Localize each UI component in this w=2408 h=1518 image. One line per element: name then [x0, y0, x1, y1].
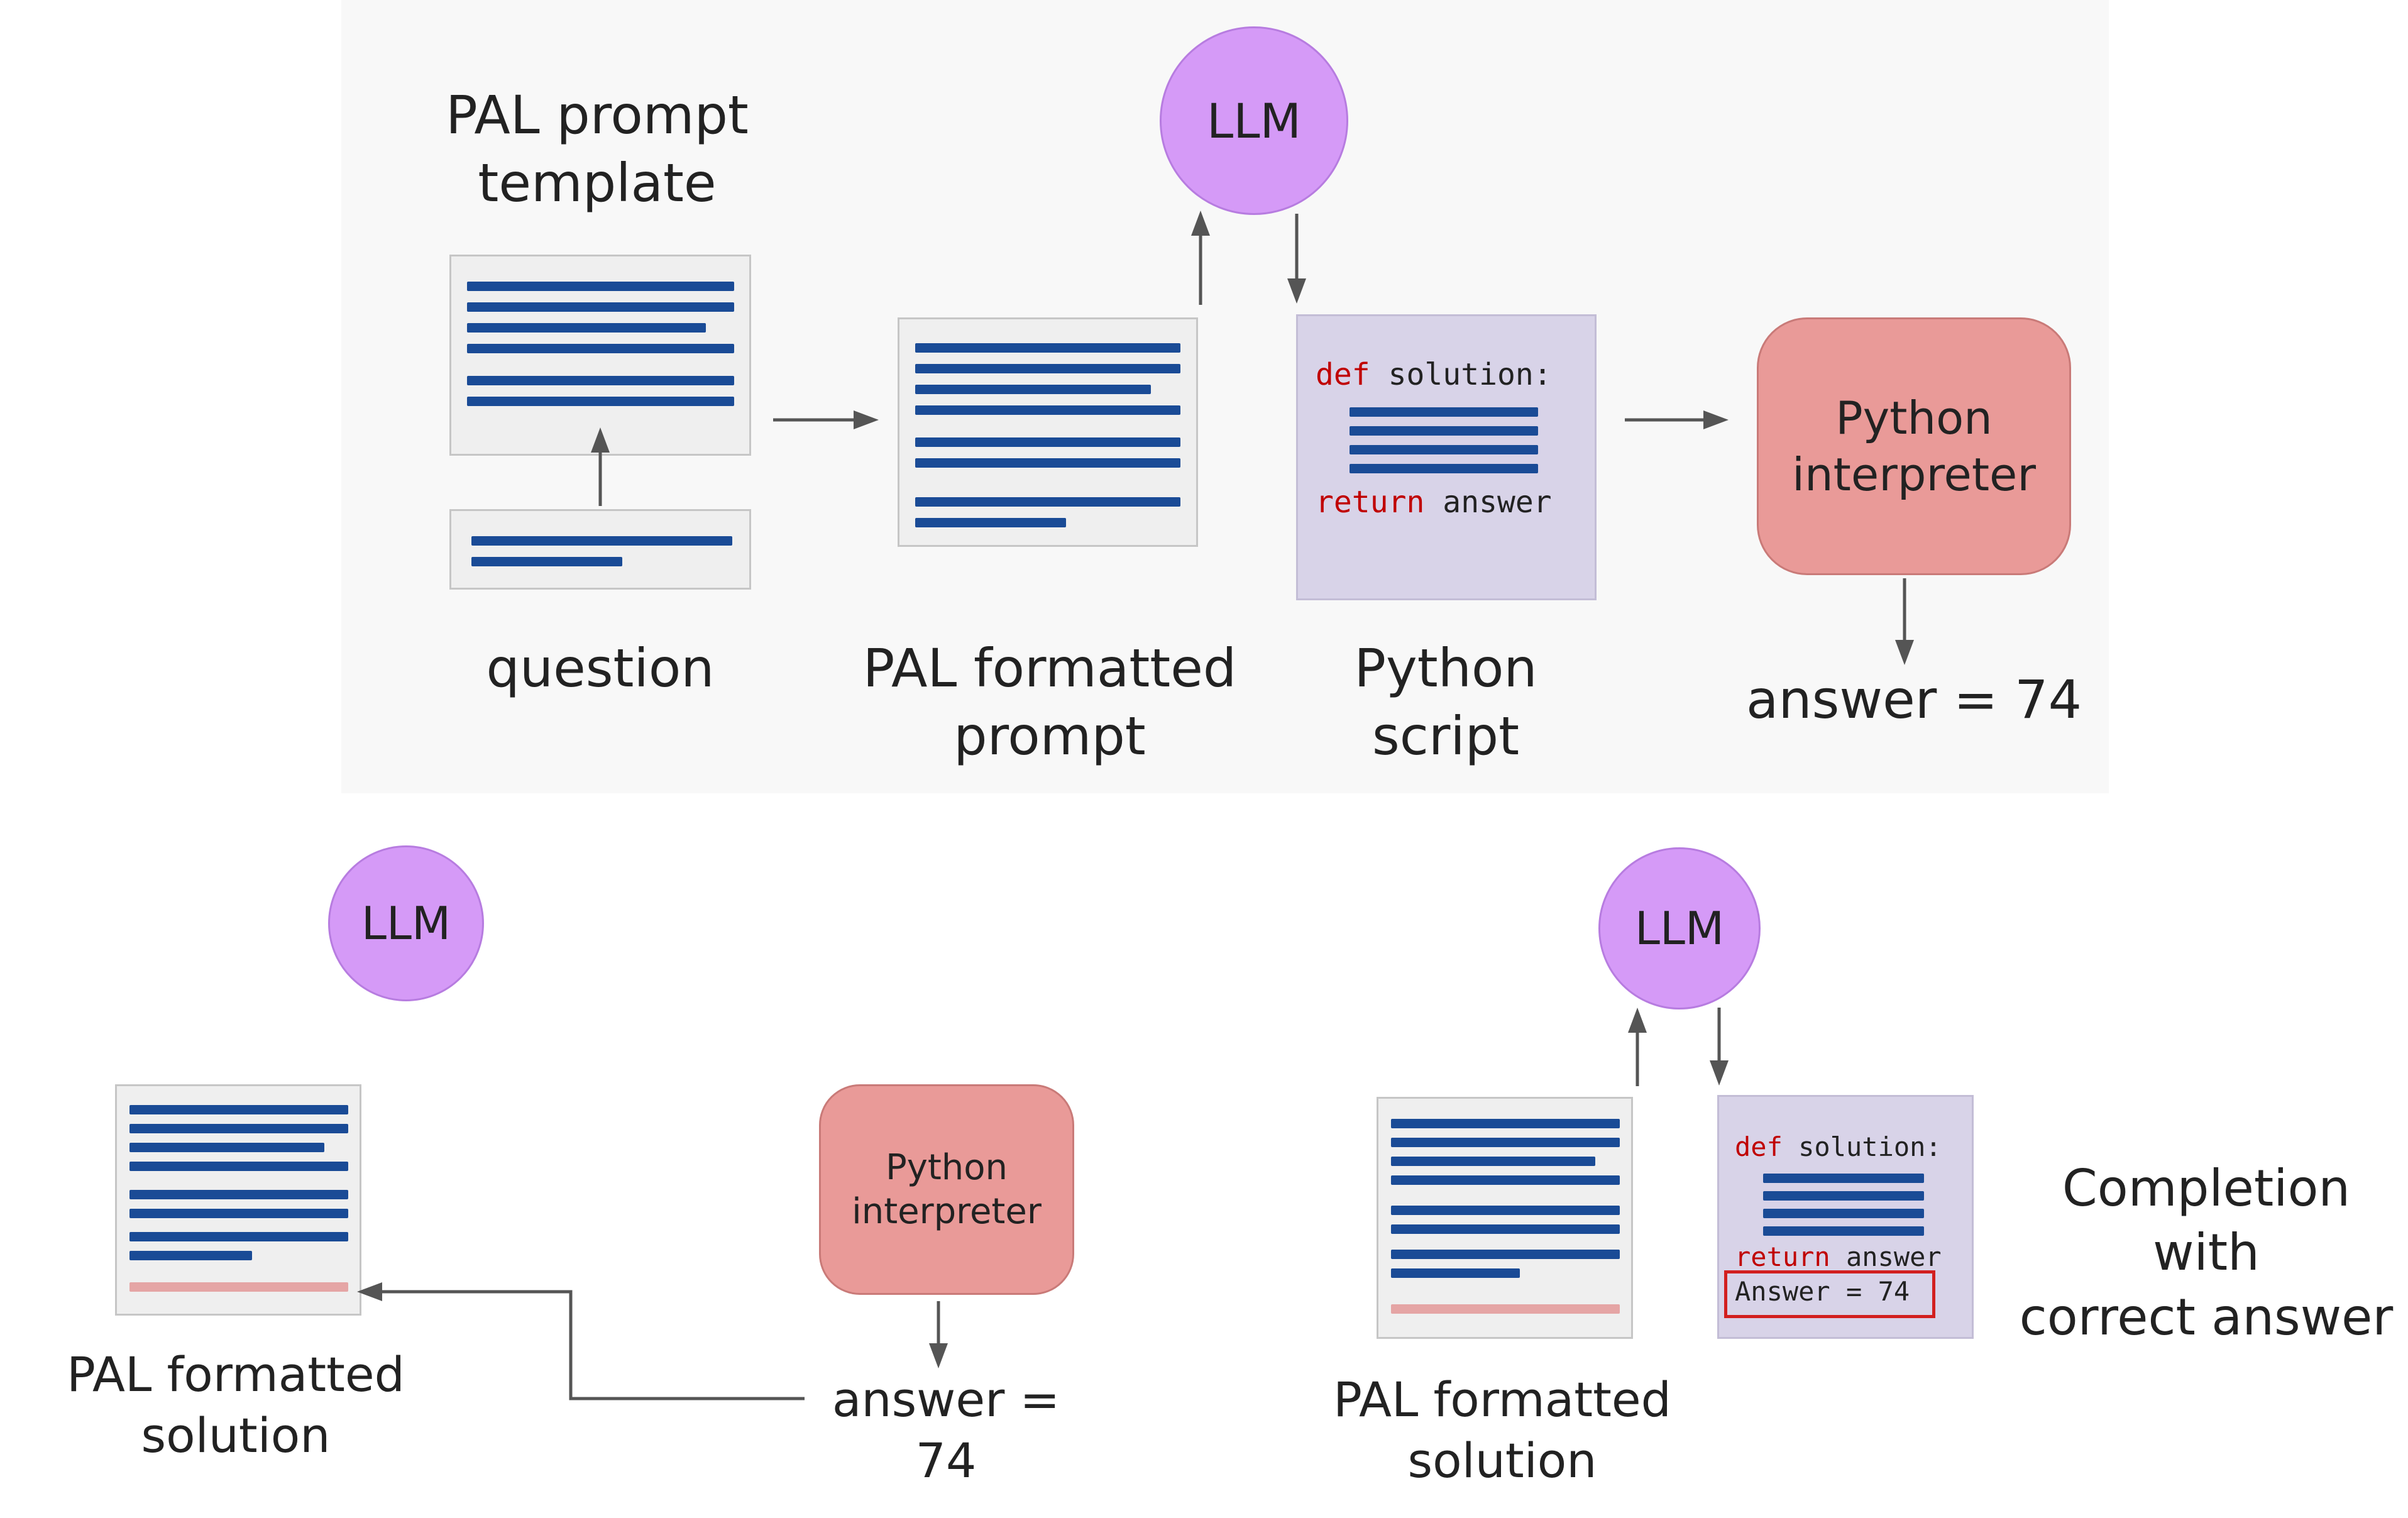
llm-label-bottom-left: LLM [361, 897, 451, 950]
completion-label: Completion with correct answer [2019, 1159, 2394, 1346]
formatted-prompt-label: PAL formatted prompt [862, 637, 1237, 767]
pal-formatted-prompt-doc [898, 317, 1198, 547]
def-signature: solution: [1370, 357, 1552, 392]
return-value-right: answer [1830, 1241, 1942, 1272]
llm-label-top: LLM [1206, 92, 1302, 149]
question-doc [449, 509, 751, 590]
template-label: PAL prompt template [446, 84, 749, 214]
correct-answer-highlight [1724, 1270, 1935, 1318]
llm-circle-bottom-left: LLM [328, 845, 484, 1001]
llm-circle-top: LLM [1160, 26, 1348, 215]
prompt-template-doc [449, 255, 751, 456]
completion-script-box: def solution: return answer Answer = 74 [1717, 1095, 1974, 1339]
return-keyword: return [1316, 485, 1425, 520]
pal-solution-doc-right [1377, 1097, 1633, 1339]
script-label: Python script [1354, 637, 1537, 767]
answer-top: answer = 74 [1746, 669, 2082, 730]
python-script-box: def solution: return answer [1296, 314, 1597, 600]
solution-label-right: PAL formatted solution [1333, 1372, 1671, 1489]
pal-solution-doc-left [115, 1084, 361, 1316]
llm-label-bottom-right: LLM [1634, 902, 1725, 955]
question-label: question [486, 637, 715, 699]
python-interpreter-top: Python interpreter [1757, 317, 2071, 575]
llm-circle-bottom-right: LLM [1598, 847, 1761, 1009]
answer-line: Answer = 74 [1735, 1276, 1910, 1307]
def-keyword-right: def [1735, 1131, 1783, 1162]
return-value: answer [1424, 485, 1552, 520]
def-signature-right: solution: [1782, 1131, 1942, 1162]
return-keyword-right: return [1735, 1241, 1830, 1272]
def-keyword: def [1316, 357, 1370, 392]
python-interpreter-bottom-left: Python interpreter [819, 1084, 1074, 1295]
answer-bottom-left: answer = 74 [832, 1372, 1060, 1489]
solution-label-left: PAL formatted solution [67, 1346, 405, 1464]
